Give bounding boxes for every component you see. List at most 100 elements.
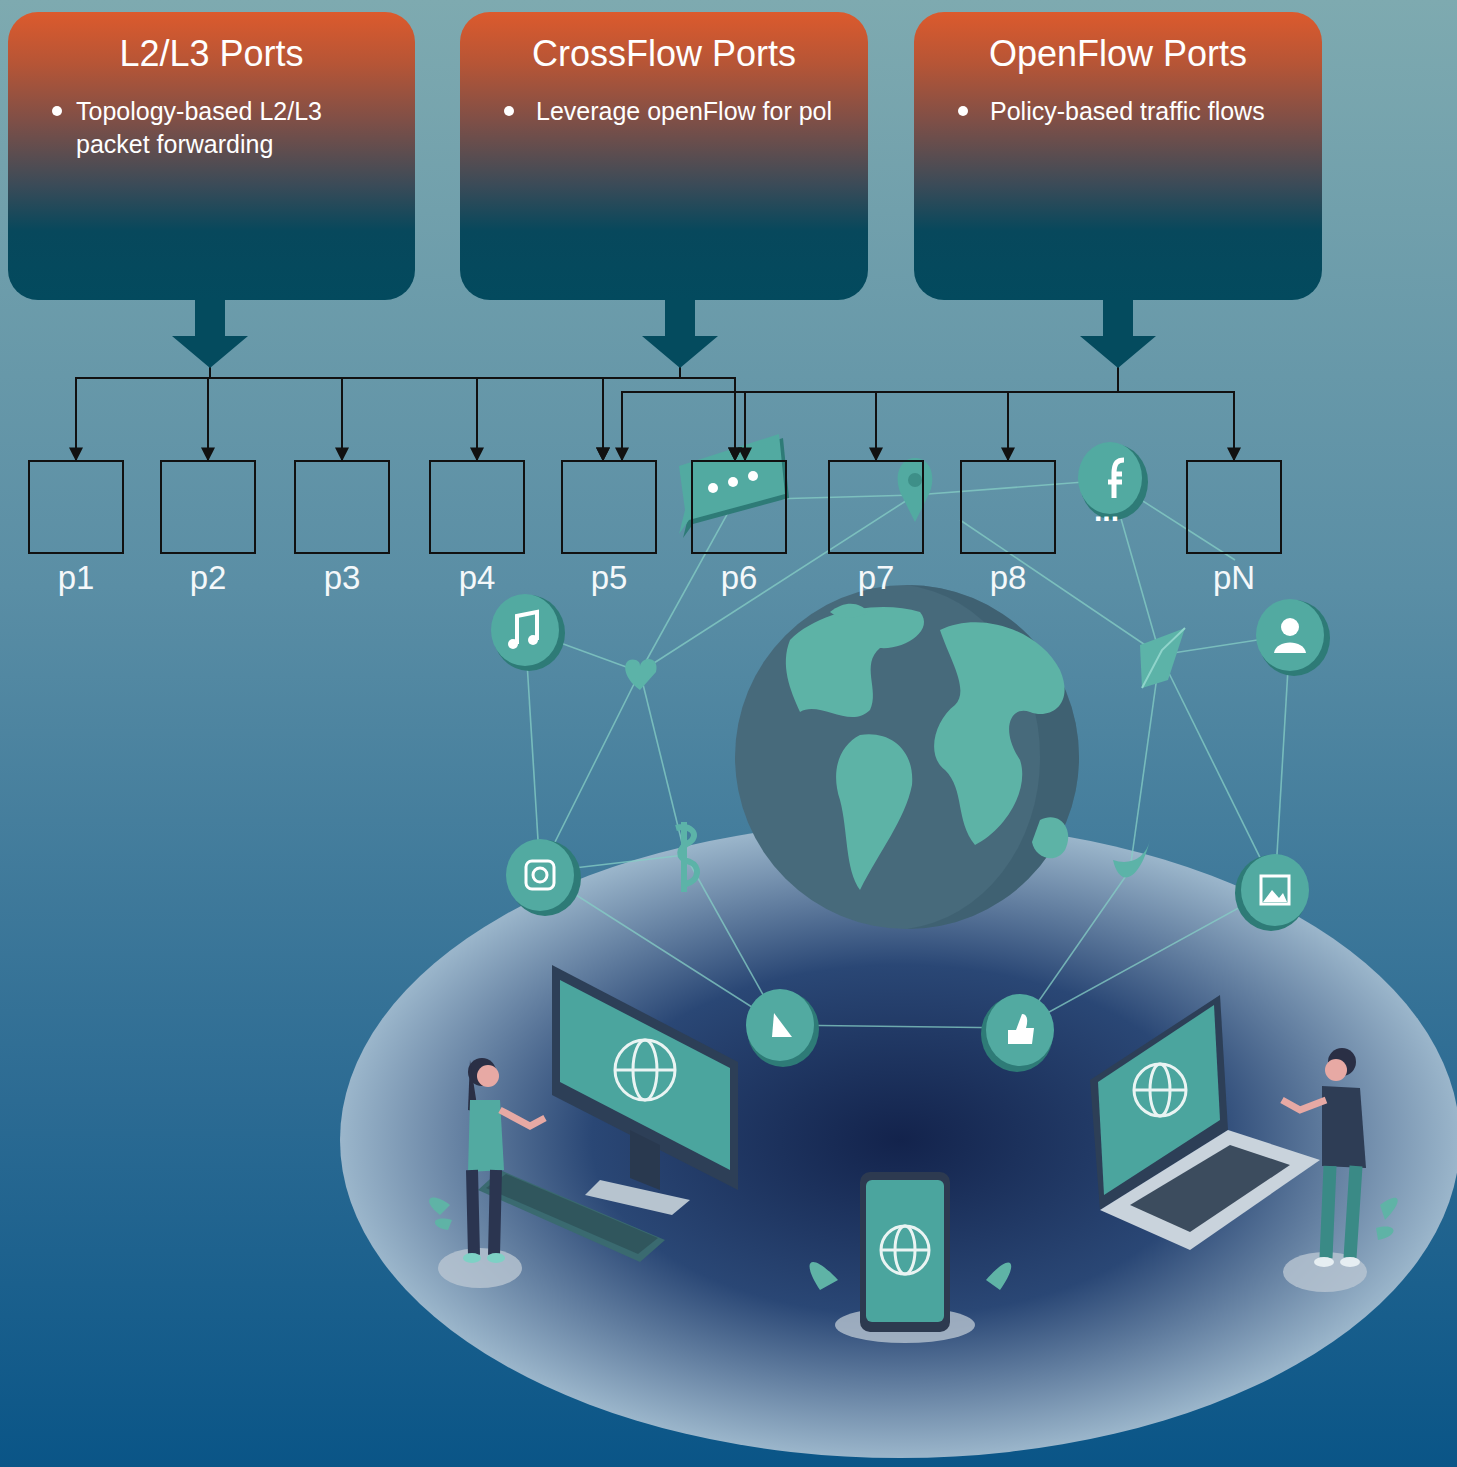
illustration-circle: [1134, 1064, 1186, 1116]
port-label: pN: [1158, 560, 1310, 596]
illustration-polygon: [552, 965, 738, 1190]
illustration-path: [676, 822, 697, 892]
illustration-path: [1274, 643, 1306, 654]
illustration-circle: [528, 635, 538, 645]
ellipsis-label: ...: [1094, 496, 1119, 526]
port-box: p5: [561, 460, 657, 554]
port-group-box: OpenFlow PortsPolicy-based traffic flows: [914, 12, 1322, 300]
illustration-path: [786, 607, 924, 717]
bullet-text: Policy-based traffic flows: [990, 95, 1265, 128]
illustration-ellipse: [1241, 854, 1309, 926]
port-box: p2: [160, 460, 256, 554]
illustration-g: [172, 298, 1156, 368]
illustration-path: [1282, 1100, 1326, 1110]
illustration-path: [1322, 1086, 1366, 1168]
illustration-polygon: [585, 1180, 690, 1215]
illustration-rect: [866, 1180, 944, 1322]
port-label: p5: [533, 560, 685, 596]
illustration-ellipse: [1256, 599, 1324, 671]
illustration-rect: [195, 298, 225, 336]
illustration-g: [898, 458, 933, 522]
illustration-path: [679, 434, 785, 534]
illustration-path: [429, 1198, 452, 1230]
bracket-connector: [76, 300, 210, 460]
illustration-line: [1020, 888, 1275, 1028]
illustration-g: [491, 594, 565, 671]
bullet-dot: [504, 106, 514, 116]
illustration-circle: [708, 483, 718, 493]
port-label: p4: [401, 560, 553, 596]
port-label: p6: [663, 560, 815, 596]
illustration-circle: [1281, 618, 1299, 636]
illustration-ellipse: [491, 594, 559, 666]
bullet-dot: [958, 106, 968, 116]
illustration-ellipse: [986, 994, 1054, 1066]
illustration-g: [1235, 854, 1309, 931]
bullet-dot: [52, 106, 62, 116]
bracket-connector: [210, 300, 342, 460]
bullet-row: Leverage openFlow for pol: [500, 95, 840, 128]
port-box: pN: [1186, 460, 1282, 554]
port-box: p4: [429, 460, 525, 554]
illustration-polygon: [630, 1130, 660, 1190]
illustration-rect: [1261, 876, 1289, 904]
illustration-path: [934, 622, 1064, 845]
bracket-connector: [210, 300, 477, 460]
illustration-g: [746, 989, 819, 1067]
illustration-path: [830, 604, 868, 618]
bullet-text: Topology-based L2/L3 packet forwarding: [76, 95, 387, 161]
illustration-ellipse: [1314, 1257, 1334, 1267]
illustration-rect: [526, 861, 554, 889]
bracket-connector: [745, 300, 1118, 460]
illustration-g: [1256, 599, 1330, 676]
illustration-line: [1160, 655, 1275, 888]
illustration-path: [1108, 460, 1124, 498]
illustration-path: [625, 659, 656, 690]
bracket-connector: [1118, 300, 1234, 460]
illustration-polygon: [172, 336, 248, 368]
illustration-path: [472, 1170, 496, 1255]
box-heading: L2/L3 Ports: [36, 32, 387, 75]
port-group-box: L2/L3 PortsTopology-based L2/L3 packet f…: [8, 12, 415, 300]
illustration-polygon: [486, 1174, 658, 1254]
illustration-circle: [748, 471, 758, 481]
illustration-polygon: [1080, 336, 1156, 368]
port-box: p3: [294, 460, 390, 554]
illustration-line: [1134, 1089, 1186, 1092]
port-label: p7: [800, 560, 952, 596]
bracket-connector: [876, 300, 1118, 460]
bullet-row: Policy-based traffic flows: [954, 95, 1294, 128]
illustration-path: [1008, 1014, 1034, 1044]
illustration-ellipse: [463, 1253, 481, 1263]
illustration-g: [506, 839, 581, 916]
illustration-path: [898, 458, 933, 522]
port-box: p6: [691, 460, 787, 554]
port-group-box: CrossFlow PortsLeverage openFlow for pol: [460, 12, 868, 300]
illustration-circle: [508, 639, 518, 649]
illustration-circle: [881, 1226, 929, 1274]
port-box: p1: [28, 460, 124, 554]
port-label: p1: [0, 560, 152, 596]
box-heading: OpenFlow Ports: [942, 32, 1294, 75]
illustration-g: [491, 434, 1330, 1072]
illustration-path: [1032, 817, 1068, 858]
illustration-rect: [1103, 298, 1133, 336]
box-heading: CrossFlow Ports: [488, 32, 840, 75]
illustration-path: [772, 1013, 792, 1037]
port-box: p8: [960, 460, 1056, 554]
illustration-path: [517, 612, 537, 644]
illustration-circle: [728, 477, 738, 487]
illustration-polygon: [478, 1170, 665, 1262]
bracket-connector: [622, 300, 1118, 460]
illustration-circle: [735, 585, 1079, 929]
bullet-row: Topology-based L2/L3 packet forwarding: [48, 95, 387, 161]
port-label: p8: [932, 560, 1084, 596]
port-label: p2: [132, 560, 284, 596]
bracket-connector: [210, 300, 603, 460]
port-box: p7: [828, 460, 924, 554]
bracket-connector: [1008, 300, 1118, 460]
illustration-path: [500, 1110, 545, 1126]
